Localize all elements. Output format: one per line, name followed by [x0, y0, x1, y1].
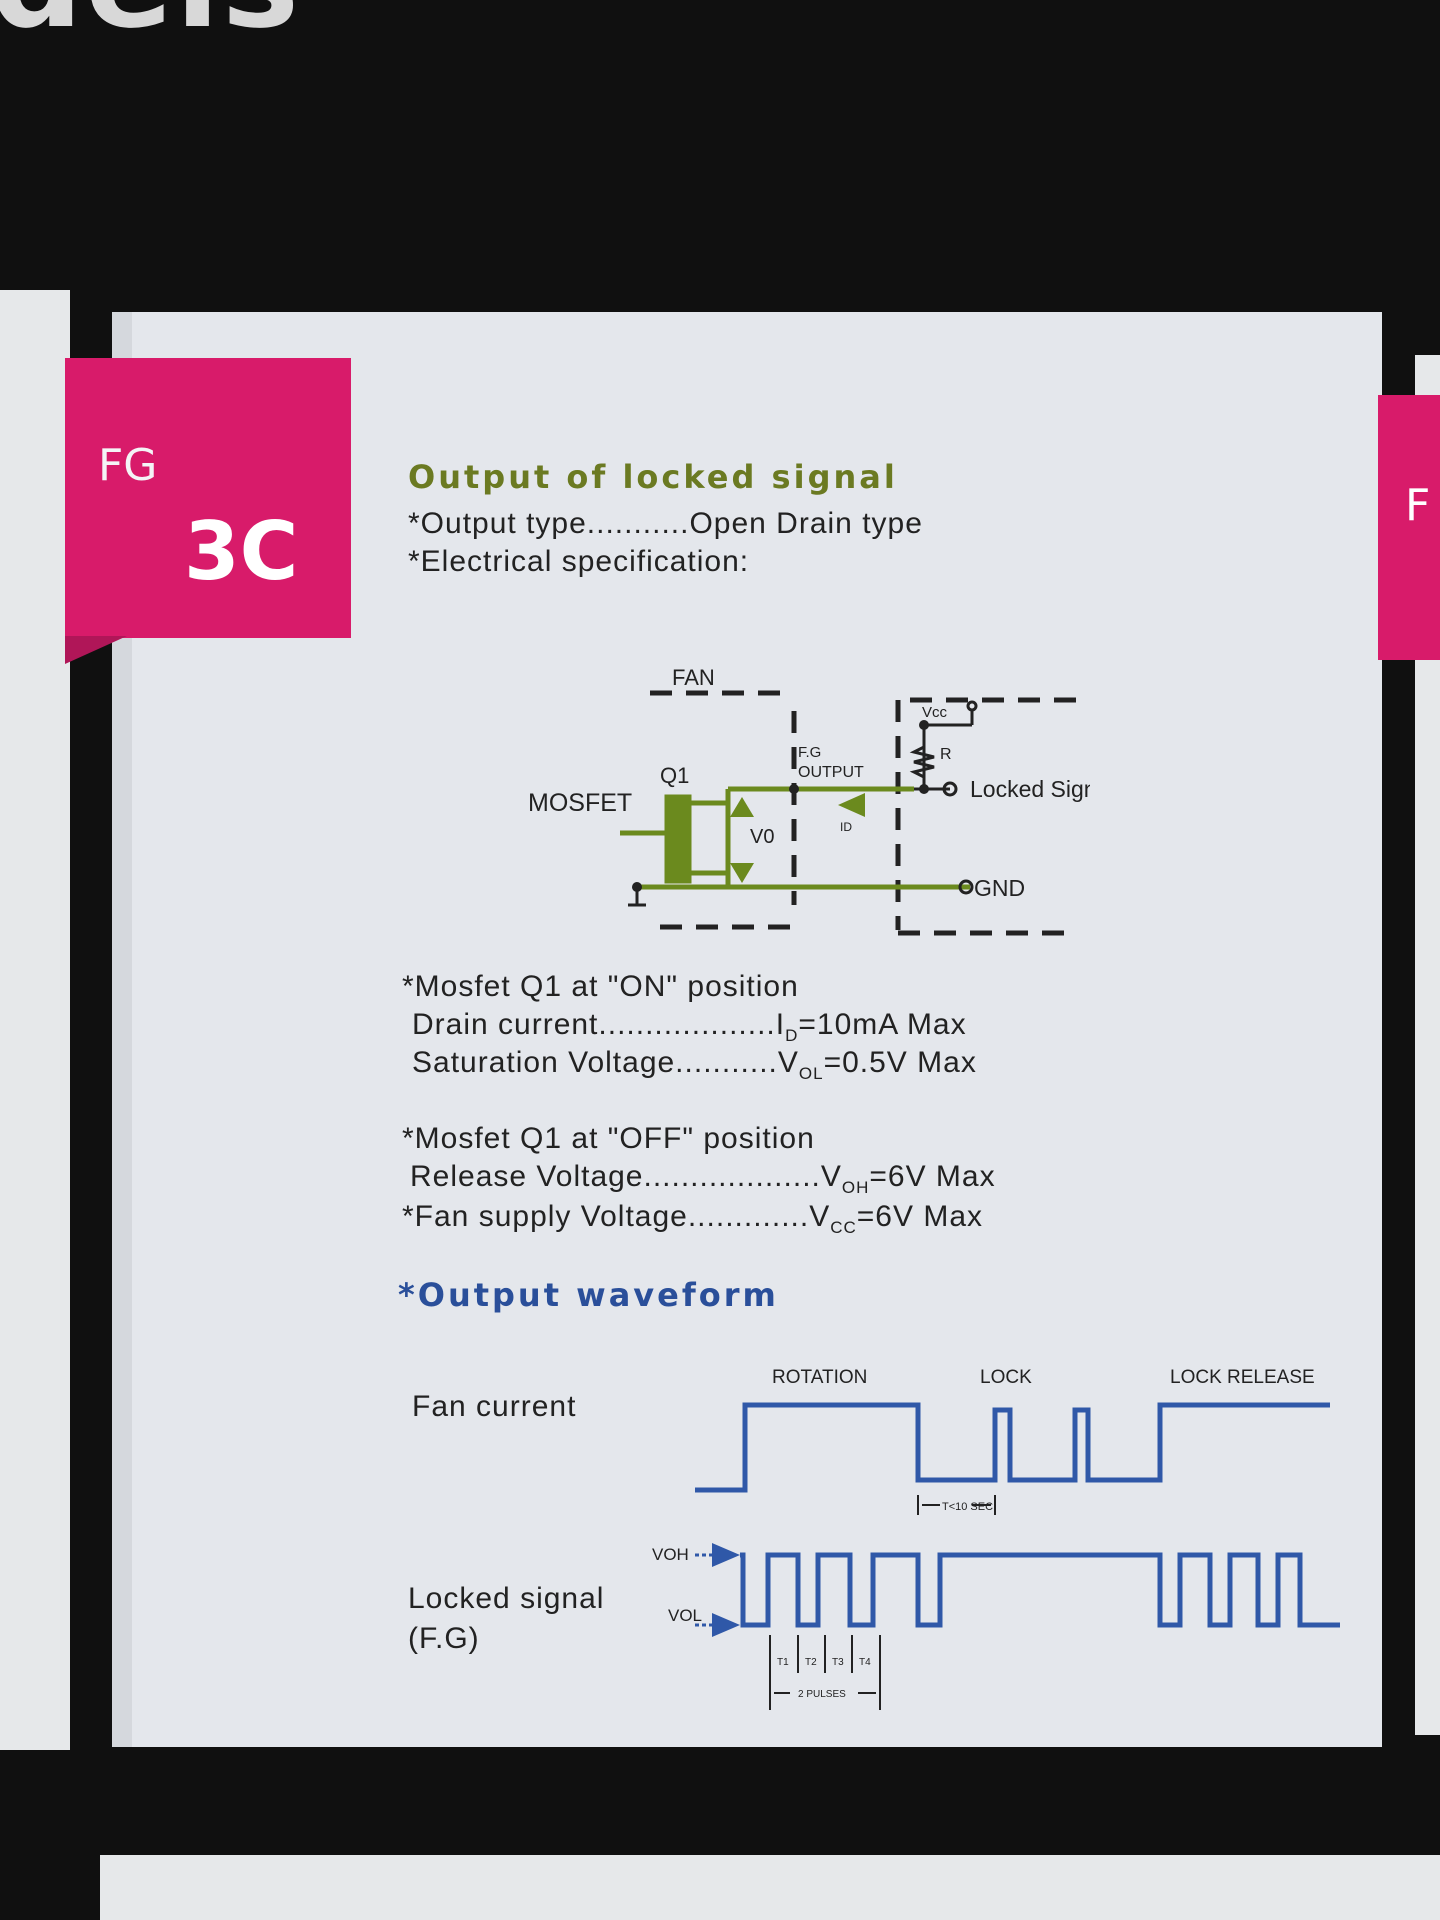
section-title-locked-signal: Output of locked signal [408, 458, 898, 496]
locked-signal-label-1: Locked signal [408, 1582, 605, 1615]
locked-signal-label-2: (F.G) [408, 1622, 480, 1655]
backdrop-heading-fragment: dels [0, 0, 301, 57]
fan-current-label: Fan current [412, 1390, 577, 1423]
t4-label: T4 [859, 1657, 871, 1668]
waveform-title: *Output waveform [398, 1276, 779, 1314]
model-tab [65, 358, 351, 638]
on-position-heading: *Mosfet Q1 at "ON" position [402, 970, 799, 1003]
fg-label: F.G [798, 744, 821, 761]
output-label: OUTPUT [798, 764, 864, 781]
t1-label: T1 [777, 1657, 789, 1668]
mosfet-label: MOSFET [528, 789, 632, 817]
output-type-line: *Output type...........Open Drain type [408, 507, 923, 540]
r-label: R [940, 746, 952, 763]
locked-signal-label: Locked Signal [970, 776, 1090, 802]
model-tab-notch [65, 636, 127, 664]
off-position-heading: *Mosfet Q1 at "OFF" position [402, 1122, 815, 1155]
next-model-tab [1378, 395, 1440, 660]
saturation-voltage-line: Saturation Voltage...........VOL=0.5V Ma… [412, 1046, 977, 1083]
t2-label: T2 [805, 1657, 817, 1668]
lock-release-label: LOCK RELEASE [1170, 1367, 1315, 1388]
t3-label: T3 [832, 1657, 844, 1668]
lock-label: LOCK [980, 1367, 1032, 1388]
rotation-label: ROTATION [772, 1367, 867, 1388]
vol-label: VOL [668, 1606, 702, 1625]
next-tab-letter: F [1405, 480, 1431, 531]
locked-signal-trace [740, 1552, 1340, 1628]
electrical-spec-line: *Electrical specification: [408, 545, 750, 578]
fan-current-trace [695, 1402, 1330, 1493]
bottom-neighbor-strip [100, 1855, 1440, 1920]
drain-current-line: Drain current...................ID=10mA … [412, 1008, 967, 1045]
tab-series: FG [98, 440, 158, 491]
waveform-diagram: ROTATION LOCK LOCK RELEASE T<10 SEC VOH … [652, 1367, 1340, 1710]
q1-label: Q1 [660, 763, 689, 788]
gnd-label: GND [974, 875, 1025, 901]
release-voltage-line: Release Voltage...................VOH=6V… [410, 1160, 996, 1197]
fan-label: FAN [672, 665, 715, 690]
circuit-diagram: FAN Q1 MOSFET V0 F.G OUTPUT ID Vcc R Loc… [528, 665, 1090, 936]
voh-label: VOH [652, 1545, 689, 1564]
two-pulses-label: 2 PULSES [798, 1689, 846, 1700]
tab-code: 3C [184, 505, 299, 598]
id-label: ID [840, 820, 852, 834]
vcc-label: Vcc [922, 704, 948, 721]
left-neighbor-card [0, 290, 70, 1750]
t-less-10-sec-label: T<10 SEC [942, 1501, 993, 1513]
fan-supply-voltage-line: *Fan supply Voltage.............VCC=6V M… [402, 1200, 984, 1237]
v0-label: V0 [750, 826, 774, 848]
